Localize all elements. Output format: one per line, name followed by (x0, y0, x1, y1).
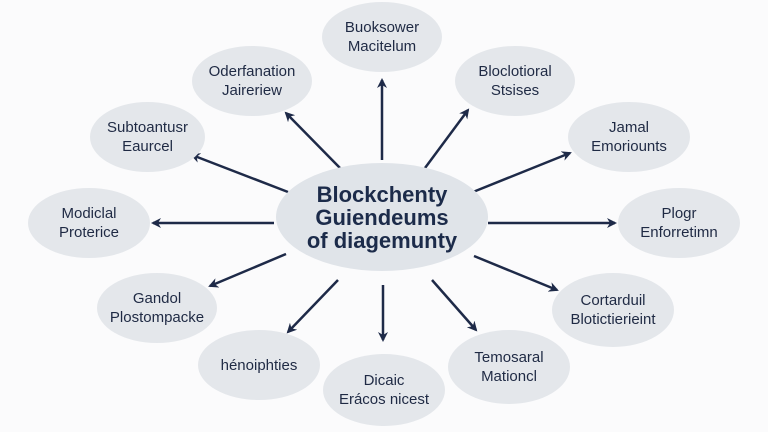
node-bottom-right[interactable]: Temosaral Mationcl (448, 330, 570, 404)
node-label: Temosaral (474, 349, 544, 366)
node-left[interactable]: Modiclal Proterice (28, 188, 150, 258)
center-line-1: Blockchenty (316, 181, 448, 207)
node-label: Erácos nicest (338, 391, 430, 408)
arrow-to-bottom-right (431, 279, 478, 332)
node-label: Dicaic (363, 372, 405, 389)
node-label: Oderfanation (208, 63, 296, 80)
node-upper-left[interactable]: Subtoantusr Eaurcel (90, 102, 205, 172)
node-label: hénoiphties (220, 356, 298, 374)
node-right[interactable]: Plogr Enforretimn (618, 188, 740, 258)
node-label: Gandol (132, 290, 182, 307)
arrow-to-lower-right (473, 254, 559, 292)
node-lower-right[interactable]: Cortarduil Blotictierieint (552, 273, 674, 347)
center-node[interactable]: Blockchenty Guiendeums of diagemunty (276, 163, 488, 271)
node-label: Modiclal (61, 205, 117, 222)
arrow-to-upper-right (472, 151, 572, 194)
node-bottom-left[interactable]: hénoiphties (198, 330, 320, 400)
node-label: Bloclotioral (478, 63, 552, 80)
node-label: Emoriounts (591, 138, 667, 155)
node-label: Plostompacke (109, 309, 205, 326)
node-upper-right[interactable]: Jamal Emoriounts (568, 102, 690, 172)
node-lower-left[interactable]: Gandol Plostompacke (97, 273, 217, 343)
center-line-3: of diagemunty (306, 227, 458, 253)
arrow-to-lower-left (208, 252, 287, 288)
node-label: Cortarduil (580, 292, 646, 309)
node-top[interactable]: Buoksower Macitelum (322, 2, 442, 72)
node-label: Subtoantusr (107, 119, 188, 136)
node-label: Proterice (58, 224, 120, 241)
arrow-to-upper-left (190, 153, 289, 194)
node-top-right[interactable]: Bloclotioral Stsises (455, 46, 575, 116)
center-line-2: Guiendeums (315, 204, 449, 230)
node-label: Plogr (661, 205, 697, 222)
node-label: Blotictierieint (570, 311, 656, 328)
arrow-to-bottom-left (286, 279, 339, 334)
node-top-left[interactable]: Oderfanation Jaireriew (192, 46, 312, 116)
node-label: Enforretimn (640, 224, 718, 241)
node-label: Eaurcel (122, 138, 173, 155)
node-bottom[interactable]: Dicaic Erácos nicest (323, 354, 445, 426)
node-label: Jaireriew (221, 82, 282, 99)
node-label: Jamal (608, 119, 649, 136)
node-label: Stsises (490, 82, 540, 99)
arrow-to-top-right (423, 108, 470, 169)
arrow-to-top-left (284, 111, 341, 169)
node-label: Macitelum (347, 38, 417, 55)
node-label: Buoksower (344, 19, 420, 36)
node-label: Mationcl (481, 368, 537, 385)
